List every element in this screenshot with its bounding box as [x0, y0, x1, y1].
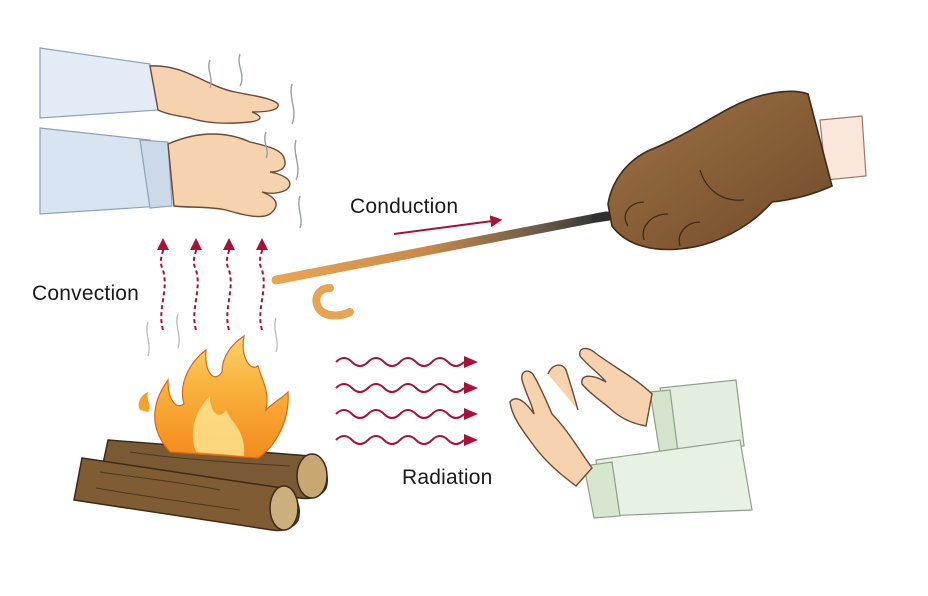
- radiation-label: Radiation: [402, 466, 493, 489]
- convection-arrowheads: [157, 238, 268, 250]
- gloved-hand-icon: [607, 90, 867, 251]
- campfire-icon: [73, 334, 328, 532]
- convection-label: Convection: [32, 282, 140, 305]
- radiation-arrows: [335, 357, 465, 445]
- conduction-label: Conduction: [350, 195, 459, 218]
- hands-over-fire-icon: [39, 47, 302, 229]
- radiation-arrowheads: [464, 356, 478, 446]
- convection-arrows: [159, 243, 265, 331]
- conduction-arrow: [393, 215, 503, 235]
- warming-hands-icon: [509, 347, 753, 519]
